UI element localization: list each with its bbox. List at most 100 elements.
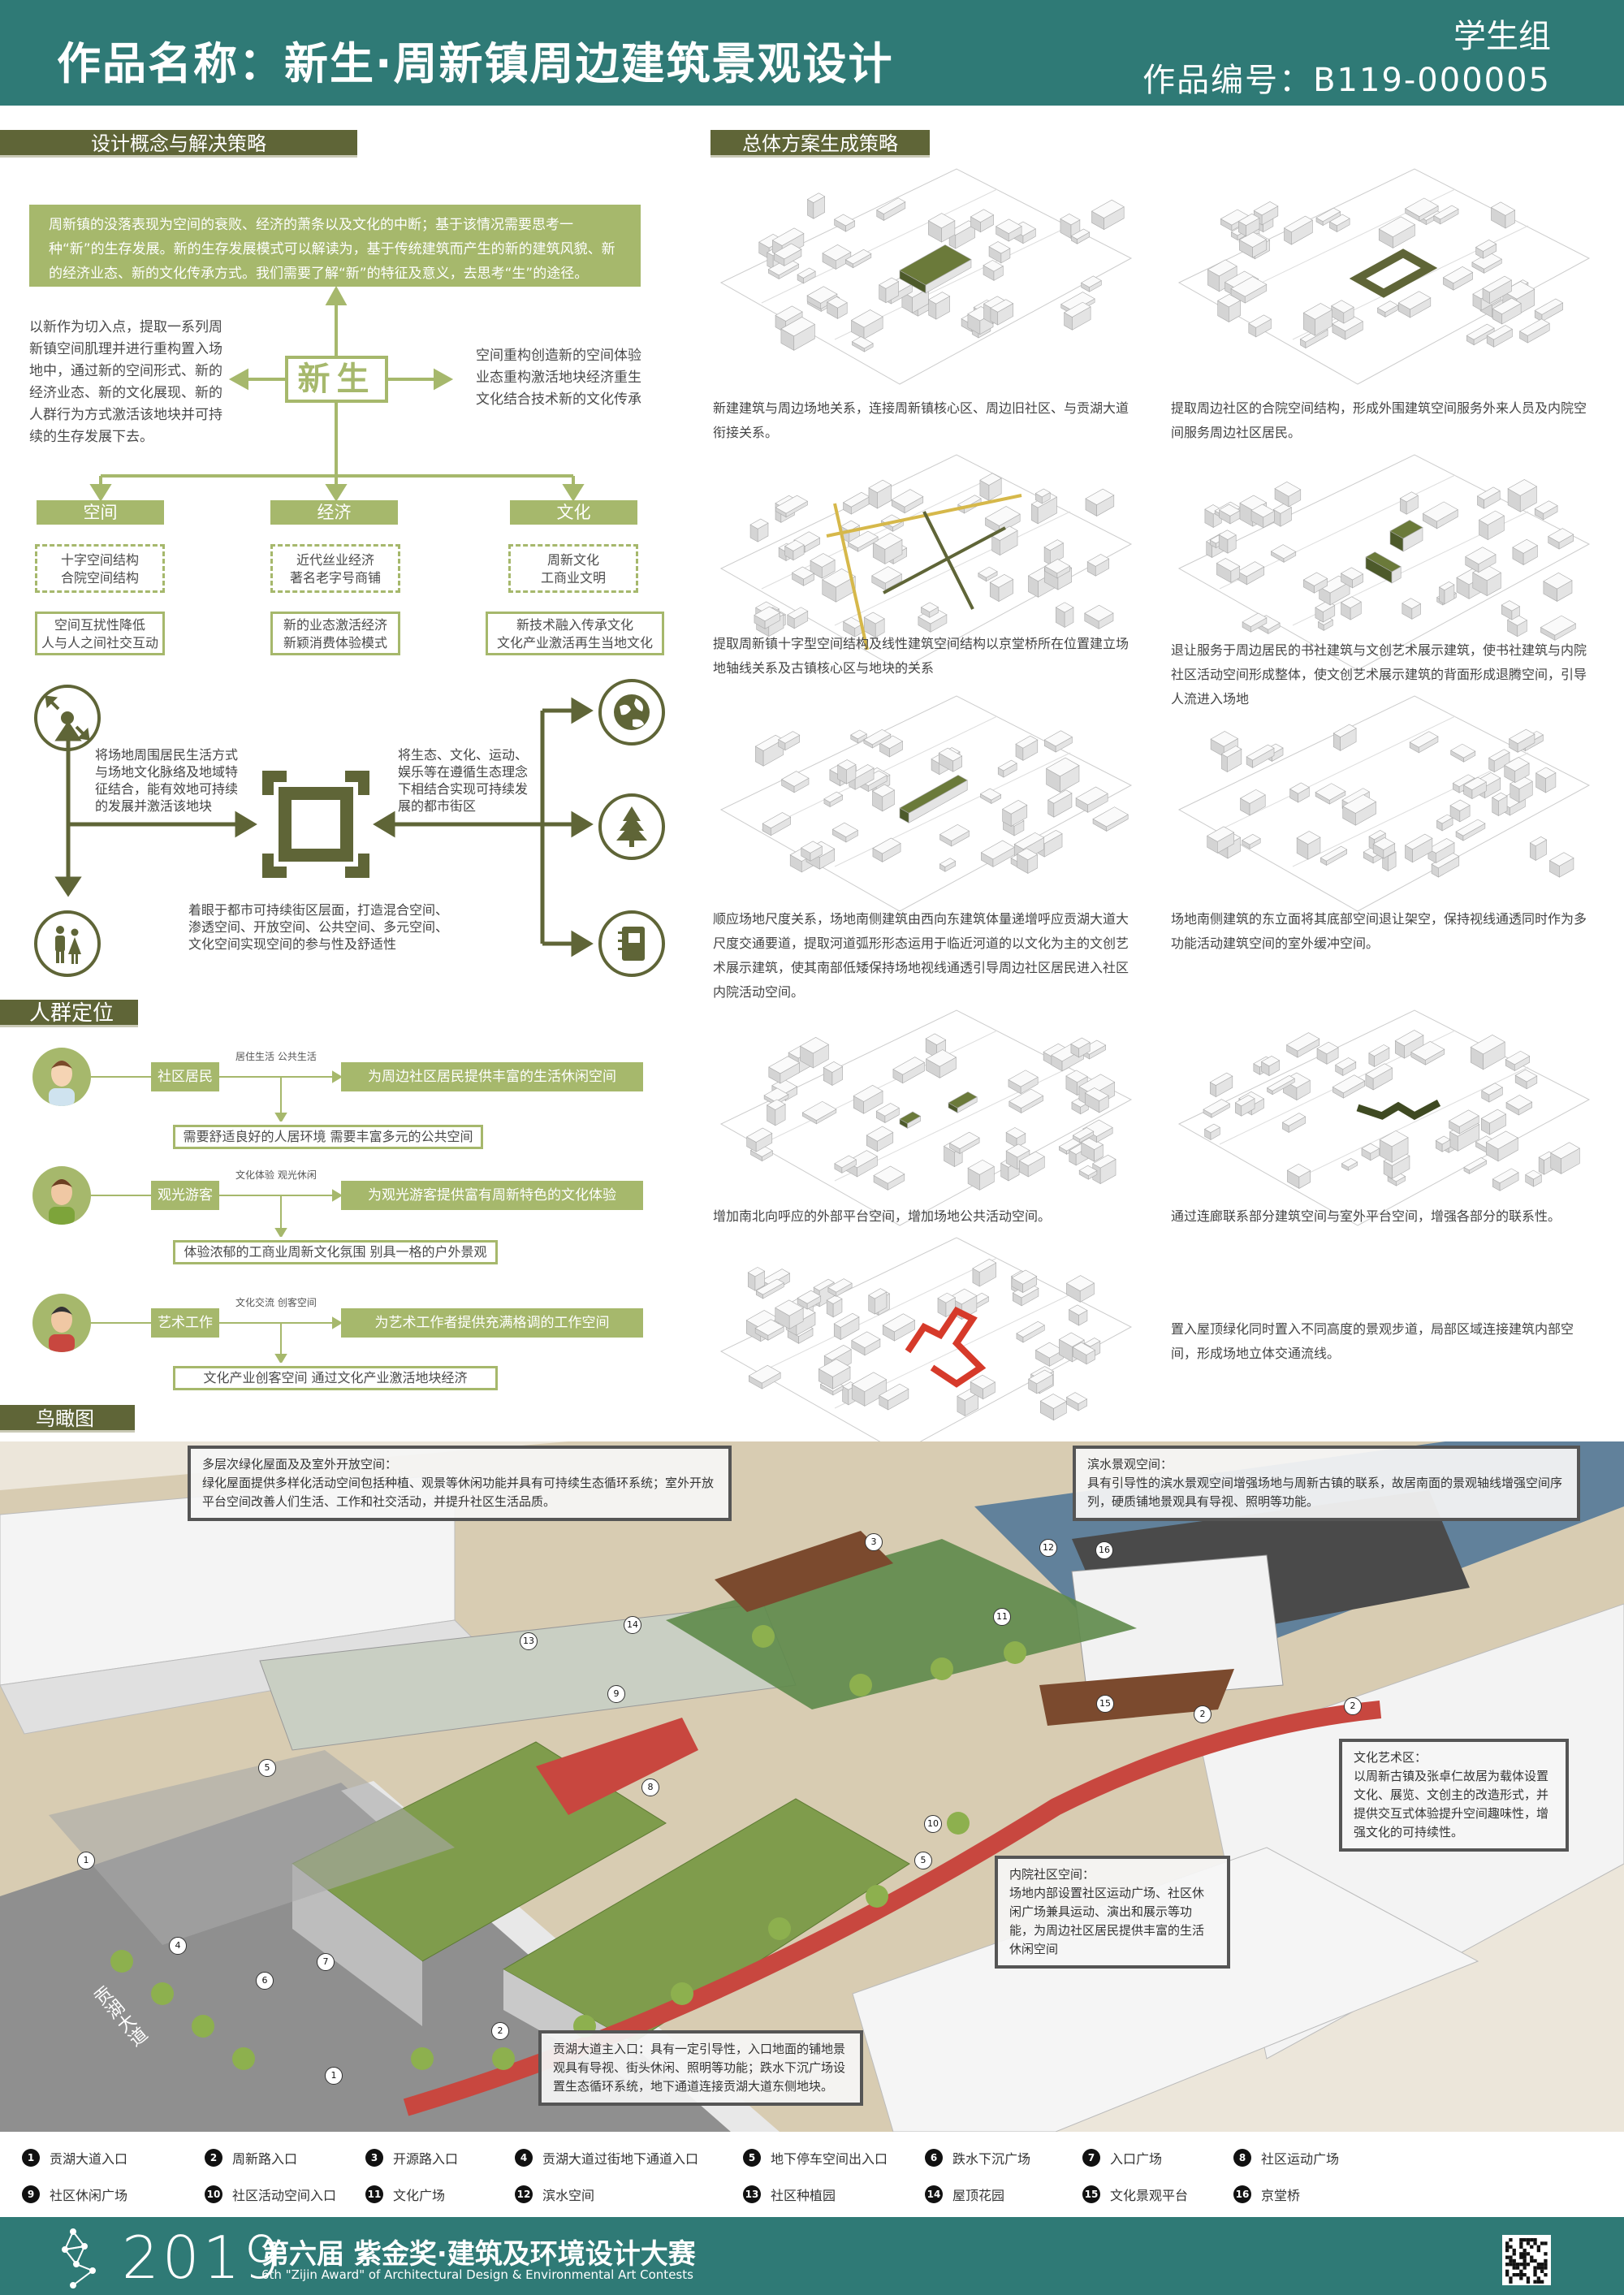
legend-number: 2 [205,2149,222,2167]
source-line: 工商业文明 [540,570,606,586]
legend-label: 社区活动空间入口 [232,2188,337,2203]
map-marker[interactable]: 7 [317,1953,335,1971]
strategy-diagram-3 [719,454,1133,671]
map-marker[interactable]: 9 [607,1685,625,1703]
legend-label: 开源路入口 [393,2151,459,2167]
persona-tags: 文化交流 创客空间 [235,1297,317,1308]
map-marker[interactable]: 8 [641,1779,659,1796]
legend-number: 16 [1233,2185,1251,2203]
map-marker[interactable]: 13 [520,1632,538,1650]
footer-bar [0,2217,1624,2295]
callout-title: 内院社区空间： [1009,1867,1095,1882]
section-tab-concept: 设计概念与解决策略 [0,130,357,158]
callout-body: 绿化屋面提供多样化活动空间包括种植、观景等休闲功能并具有可持续生态循环系统；室外… [202,1476,715,1509]
section-tab-strategy: 总体方案生成策略 [710,130,930,158]
map-marker[interactable]: 2 [491,2022,509,2040]
section-tab-crowd: 人群定位 [0,1000,138,1027]
source-line: 十字空间结构 [60,552,139,568]
strategy-diagram-2 [1177,168,1591,385]
qr-code-icon [1502,2235,1551,2285]
strategy-caption: 增加南北向呼应的外部平台空间，增加场地公共活动空间。 [713,1208,1052,1224]
legend-label: 滨水空间 [542,2188,595,2203]
map-marker[interactable]: 10 [924,1815,942,1833]
legend-number: 10 [205,2185,222,2203]
concept-arrows [89,285,585,502]
result-line: 人与人之间社交互动 [41,635,158,650]
legend-label: 社区种植园 [771,2188,836,2203]
persona-result: 为周边社区居民提供丰富的生活休闲空间 [341,1062,643,1091]
legend-label: 文化景观平台 [1110,2188,1189,2203]
footer-year: 2019 [122,2224,284,2292]
legend-label: 贡湖大道入口 [50,2151,128,2167]
legend-number: 14 [925,2185,943,2203]
map-marker[interactable]: 11 [993,1608,1011,1626]
strategy-diagram-5 [719,695,1133,912]
persona-need: 体验浓郁的工商业周新文化氛围 别具一格的户外景观 [173,1240,498,1264]
concept-left-text: 以新作为切入点，提取一系列周新镇空间肌理并进行重构置入场地中，通过新的空间形式、… [29,319,222,445]
map-marker[interactable]: 2 [1194,1705,1212,1723]
legend-number: 8 [1233,2149,1251,2167]
source-line: 近代丝业经济 [296,552,374,568]
strategy-caption: 场地南侧建筑的东立面将其底部空间退让架空，保持视线通透同时作为多功能活动建筑空间… [1171,911,1587,951]
persona-connector [91,1189,343,1237]
category-source-box: 十字空间结构合院空间结构 [35,544,165,593]
legend-label: 地下停车空间出入口 [771,2151,888,2167]
map-marker[interactable]: 1 [325,2067,343,2085]
persona-avatar [32,1166,91,1225]
strategy-caption: 退让服务于周边居民的书社建筑与文创艺术展示建筑，使书社建筑与内院社区活动空间形成… [1171,642,1587,707]
sustain-left-text: 将场地周围居民生活方式与场地文化脉络及地域特征结合，能有效地可持续的发展并激活该… [95,747,239,814]
map-marker[interactable]: 5 [914,1852,932,1869]
strategy-caption: 顺应场地尺度关系，场地南侧建筑由西向东建筑体量递增呼应贡湖大道大尺度交通要道，提… [713,911,1129,1000]
map-marker[interactable]: 14 [624,1616,641,1634]
legend-number: 13 [743,2185,761,2203]
category-header: 空间 [37,500,164,525]
map-marker[interactable]: 12 [1039,1539,1057,1557]
result-line: 空间互扰性降低 [54,617,145,633]
strategy-diagram-6 [1177,695,1591,912]
callout-title: 多层次绿化屋面及及室外开放空间： [202,1457,398,1472]
legend-item: 10 社区活动空间入口 [205,2185,336,2204]
persona-connector [91,1070,343,1122]
persona-need: 文化产业创客空间 通过文化产业激活地块经济 [173,1366,498,1390]
source-line: 合院空间结构 [60,570,139,586]
result-line: 新的业态激活经济 [283,617,387,633]
callout-culture-art: 文化艺术区：以周新古镇及张卓仁故居为载体设置文化、展览、文创主的改造形式，并提供… [1339,1739,1569,1852]
callout-green-roof: 多层次绿化屋面及及室外开放空间： 绿化屋面提供多样化活动空间包括种植、观景等休闲功… [188,1446,732,1521]
strategy-caption: 提取周新镇十字型空间结构及线性建筑空间结构以京堂桥所在位置建立场地轴线关系及古镇… [713,636,1129,676]
concept-right-text: 空间重构创造新的空间体验业态重构激活地块经济重生文化结合技术新的文化传承 [476,348,641,408]
strategy-caption: 提取周边社区的合院空间结构，形成外围建筑空间服务外来人员及内院空间服务周边社区居… [1171,400,1587,440]
map-marker[interactable]: 2 [1344,1697,1362,1715]
legend-number: 7 [1082,2149,1100,2167]
map-marker[interactable]: 16 [1095,1541,1113,1559]
result-line: 新颖消费体验模式 [283,635,387,650]
expand-arrows-icon [34,685,101,751]
map-marker[interactable]: 1 [77,1852,95,1869]
category-result-box: 新技术融入传承文化文化产业激活再生当地文化 [486,612,664,655]
work-code: 作品编号：B119-000005 [1142,62,1551,99]
map-marker[interactable]: 6 [256,1972,274,1990]
persona-avatar [32,1048,91,1106]
persona-label: 观光游客 [151,1181,219,1210]
strategy-diagram-9 [719,1237,1133,1454]
strategy-diagram-4 [1177,454,1591,671]
persona-connector [91,1316,343,1363]
map-marker[interactable]: 3 [865,1533,883,1551]
concept-intro: 周新镇的没落表现为空间的衰败、经济的萧条以及文化的中断；基于该情况需要思考一种“… [29,205,641,287]
map-marker[interactable]: 5 [258,1759,276,1777]
legend-label: 社区休闲广场 [50,2188,128,2203]
persona-tags: 文化体验 观光休闲 [235,1169,317,1181]
map-marker[interactable]: 15 [1096,1695,1114,1713]
callout-title: 文化艺术区： [1354,1750,1427,1765]
source-line: 著名老字号商铺 [289,570,381,586]
callout-body: 具有引导性的滨水景观空间增强场地与周新古镇的联系，故居南面的景观轴线增强空间序列… [1087,1476,1563,1509]
callout-body: 场地内部设置社区运动广场、社区休闲广场兼具运动、演出和展示等功能，为周边社区居民… [1009,1886,1205,1956]
map-marker[interactable]: 4 [169,1937,187,1955]
callout-main-entrance: 贡湖大道主入口：具有一定引导性，入口地面的铺地景观具有导视、街头休闲、照明等功能… [538,2030,863,2106]
callout-title: 滨水景观空间： [1087,1457,1173,1472]
